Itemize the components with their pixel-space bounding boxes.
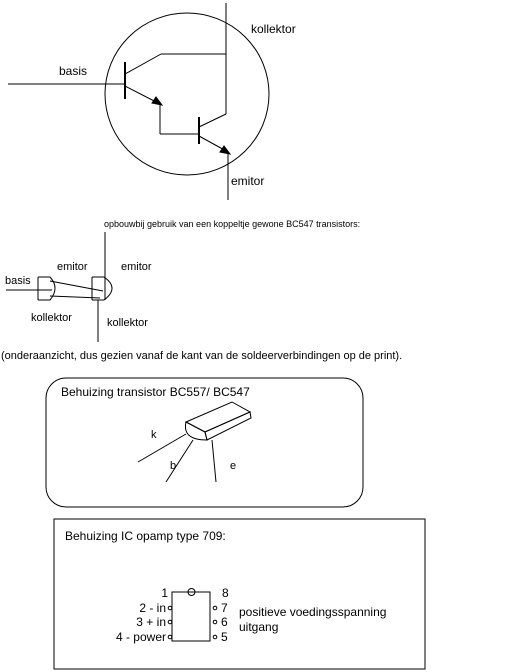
opamp-housing-frame bbox=[53, 518, 426, 670]
left-transistor-body bbox=[38, 276, 56, 301]
pin-6-marker bbox=[212, 619, 218, 625]
bottom-view-note: (onderaanzicht, dus gezien vanaf de kant… bbox=[1, 350, 402, 362]
dip8-body bbox=[171, 591, 211, 642]
right-transistor-body bbox=[92, 276, 113, 301]
pin-2-marker bbox=[167, 605, 173, 611]
to92-flat-face bbox=[204, 411, 252, 441]
pinout-emitor-right-label: emitor bbox=[121, 261, 152, 273]
first-collector-line bbox=[124, 53, 162, 75]
pin-3-marker bbox=[167, 619, 173, 625]
pinout-basis-label: basis bbox=[5, 275, 31, 287]
interconnect-lower bbox=[49, 295, 101, 299]
opamp-housing-title: Behuizing IC opamp type 709: bbox=[65, 529, 226, 543]
transistor-housing-frame bbox=[45, 377, 364, 508]
build-note: opbouwbij gebruik van een koppeltje gewo… bbox=[104, 219, 360, 229]
pin-label-4: 4 - power bbox=[116, 630, 166, 644]
pin-label-2: 2 - in bbox=[139, 601, 166, 615]
opamp-housing-box bbox=[53, 518, 426, 670]
pin-7-description: positieve voedingsspanning bbox=[239, 605, 386, 619]
darlington-symbol bbox=[8, 3, 270, 200]
lead-b bbox=[165, 439, 194, 483]
lead-e bbox=[211, 439, 217, 483]
second-collector-line bbox=[198, 113, 227, 128]
pin-label-3: 3 + in bbox=[136, 615, 166, 629]
interconnect-upper bbox=[49, 280, 104, 292]
pin-k-label: k bbox=[151, 429, 157, 441]
pin-label-5: 5 bbox=[221, 630, 228, 644]
pin-5-marker bbox=[212, 634, 218, 640]
transistor-housing-box bbox=[45, 377, 364, 508]
bc547-pair-sketch bbox=[6, 232, 113, 342]
pinout-emitor-left-label: emitor bbox=[57, 261, 88, 273]
pinout-kollektor-right-label: kollektor bbox=[107, 317, 148, 329]
darlington-basis-label: basis bbox=[59, 64, 87, 78]
darlington-emitor-label: emitor bbox=[231, 174, 264, 188]
pin-label-6: 6 bbox=[221, 615, 228, 629]
pin-label-8: 8 bbox=[222, 586, 229, 600]
pin-4-marker bbox=[167, 634, 173, 640]
dip8-notch bbox=[187, 588, 196, 596]
transistor-circle bbox=[104, 12, 270, 176]
pin-7-marker bbox=[212, 605, 218, 611]
pin-label-7: 7 bbox=[221, 601, 228, 615]
pin-b-label: b bbox=[170, 460, 176, 472]
pin-label-1: 1 bbox=[161, 586, 168, 600]
pin-6-description: uitgang bbox=[239, 620, 278, 634]
to92-round-face bbox=[184, 421, 208, 441]
pin-e-label: e bbox=[230, 460, 236, 472]
lead-k bbox=[137, 433, 187, 463]
first-emitter-arrow bbox=[151, 96, 164, 106]
pinout-kollektor-left-label: kollektor bbox=[31, 312, 72, 324]
darlington-kollektor-label: kollektor bbox=[251, 22, 296, 36]
transistor-housing-title: Behuizing transistor BC557/ BC547 bbox=[61, 385, 250, 399]
